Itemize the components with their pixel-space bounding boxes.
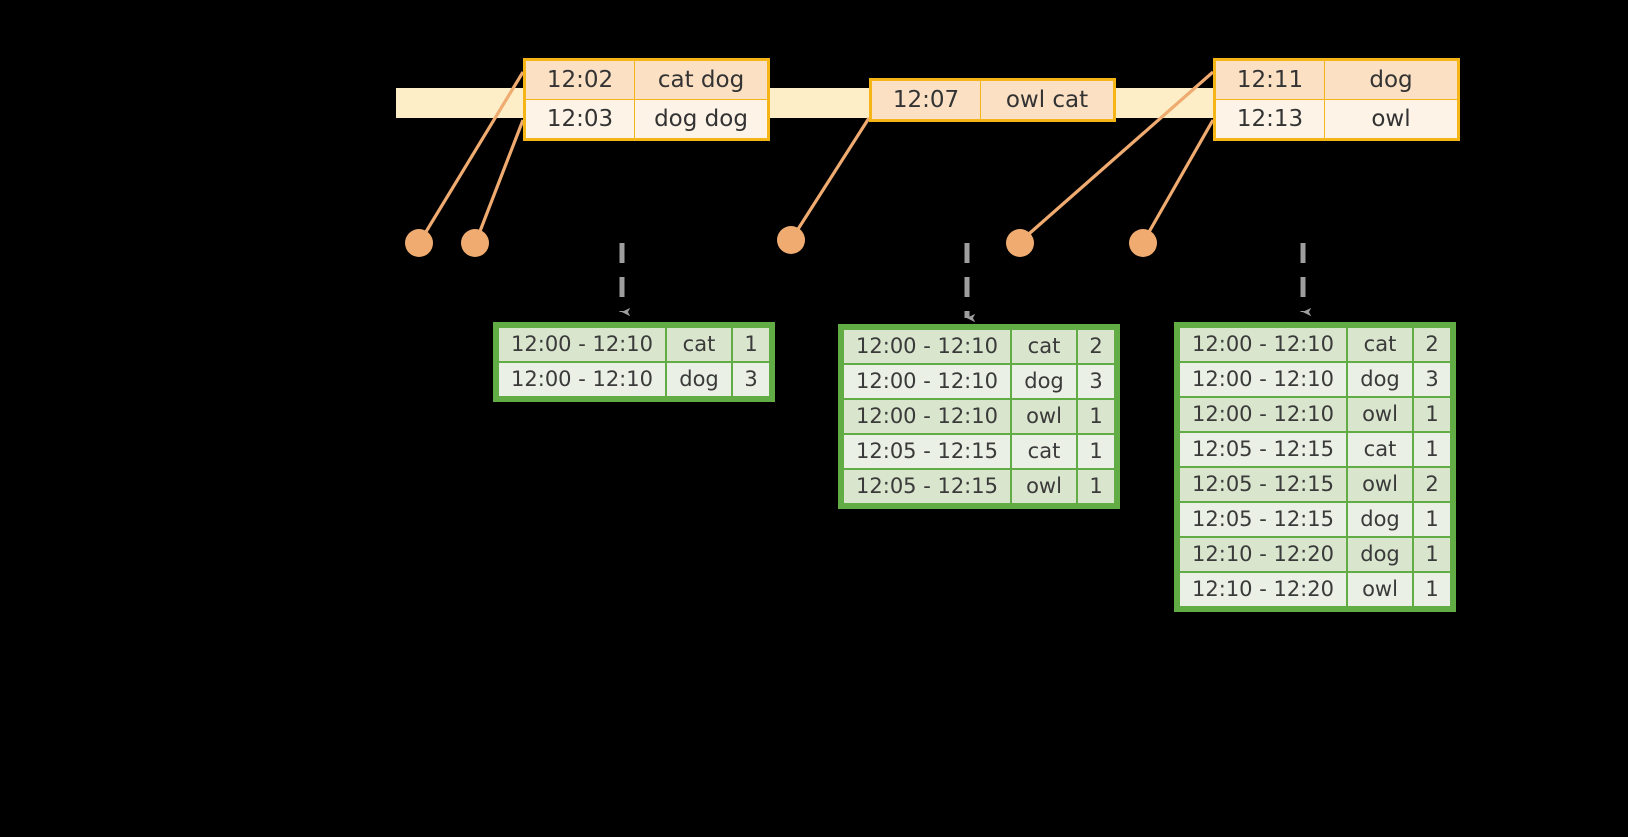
window-cell: 12:10 - 12:20 xyxy=(1180,573,1346,606)
table-row[interactable]: 12:00 - 12:10 dog 3 xyxy=(499,363,769,396)
event-dots xyxy=(405,226,1157,257)
window-cell: 12:00 - 12:10 xyxy=(844,330,1010,363)
event-time: 12:02 xyxy=(524,59,635,100)
count-cell: 2 xyxy=(1414,328,1450,361)
count-cell: 3 xyxy=(733,363,769,396)
table-row[interactable]: 12:05 - 12:15 owl 1 xyxy=(844,470,1114,503)
table-row[interactable]: 12:00 - 12:10 cat 1 xyxy=(499,328,769,361)
window-cell: 12:00 - 12:10 xyxy=(1180,363,1346,396)
count-cell: 1 xyxy=(1414,538,1450,571)
event-words: dog xyxy=(1324,59,1459,100)
event-dot-1 xyxy=(405,229,433,257)
table-row[interactable]: 12:00 - 12:10 cat 2 xyxy=(1180,328,1450,361)
count-cell: 1 xyxy=(1414,433,1450,466)
word-cell: cat xyxy=(667,328,731,361)
result-table-1[interactable]: 12:00 - 12:10 cat 1 12:00 - 12:10 dog 3 xyxy=(493,322,775,402)
word-cell: dog xyxy=(1012,365,1076,398)
count-cell: 3 xyxy=(1414,363,1450,396)
window-cell: 12:00 - 12:10 xyxy=(844,365,1010,398)
event-row[interactable]: 12:02 cat dog xyxy=(524,59,769,100)
count-cell: 1 xyxy=(733,328,769,361)
event-dot-2 xyxy=(461,229,489,257)
event-dot-5 xyxy=(1129,229,1157,257)
table-row[interactable]: 12:10 - 12:20 dog 1 xyxy=(1180,538,1450,571)
result-table-3[interactable]: 12:00 - 12:10 cat 2 12:00 - 12:10 dog 3 … xyxy=(1174,322,1456,612)
event-words: owl cat xyxy=(980,79,1115,121)
word-cell: owl xyxy=(1348,468,1412,501)
word-cell: owl xyxy=(1348,398,1412,431)
word-cell: dog xyxy=(1348,503,1412,536)
table-row[interactable]: 12:05 - 12:15 cat 1 xyxy=(1180,433,1450,466)
event-dot-3 xyxy=(777,226,805,254)
connector-2 xyxy=(475,119,525,240)
window-cell: 12:05 - 12:15 xyxy=(1180,433,1346,466)
count-cell: 1 xyxy=(1414,503,1450,536)
event-group-2[interactable]: 12:07 owl cat xyxy=(869,78,1116,122)
table-row[interactable]: 12:00 - 12:10 cat 2 xyxy=(844,330,1114,363)
connector-3 xyxy=(791,117,871,238)
event-row[interactable]: 12:07 owl cat xyxy=(870,79,1115,121)
table-row[interactable]: 12:00 - 12:10 owl 1 xyxy=(844,400,1114,433)
table-row[interactable]: 12:00 - 12:10 dog 3 xyxy=(844,365,1114,398)
word-cell: cat xyxy=(1348,433,1412,466)
count-cell: 2 xyxy=(1078,330,1114,363)
word-cell: cat xyxy=(1348,328,1412,361)
table-row[interactable]: 12:00 - 12:10 dog 3 xyxy=(1180,363,1450,396)
word-cell: cat xyxy=(1012,435,1076,468)
table-row[interactable]: 12:05 - 12:15 owl 2 xyxy=(1180,468,1450,501)
event-time: 12:13 xyxy=(1214,99,1325,140)
table-row[interactable]: 12:05 - 12:15 dog 1 xyxy=(1180,503,1450,536)
count-cell: 1 xyxy=(1078,400,1114,433)
event-row[interactable]: 12:03 dog dog xyxy=(524,99,769,140)
word-cell: owl xyxy=(1012,470,1076,503)
event-row[interactable]: 12:13 owl xyxy=(1214,99,1459,140)
event-row[interactable]: 12:11 dog xyxy=(1214,59,1459,100)
event-time: 12:03 xyxy=(524,99,635,140)
window-cell: 12:00 - 12:10 xyxy=(499,328,665,361)
table-row[interactable]: 12:00 - 12:10 owl 1 xyxy=(1180,398,1450,431)
word-cell: dog xyxy=(1348,363,1412,396)
window-cell: 12:05 - 12:15 xyxy=(1180,468,1346,501)
count-cell: 2 xyxy=(1414,468,1450,501)
event-group-1[interactable]: 12:02 cat dog 12:03 dog dog xyxy=(523,58,770,141)
connector-1 xyxy=(419,71,525,241)
table-row[interactable]: 12:05 - 12:15 cat 1 xyxy=(844,435,1114,468)
event-group-3[interactable]: 12:11 dog 12:13 owl xyxy=(1213,58,1460,141)
count-cell: 3 xyxy=(1078,365,1114,398)
count-cell: 1 xyxy=(1078,470,1114,503)
event-words: dog dog xyxy=(634,99,769,140)
word-cell: owl xyxy=(1012,400,1076,433)
connector-5 xyxy=(1143,119,1215,240)
window-cell: 12:00 - 12:10 xyxy=(1180,328,1346,361)
window-cell: 12:00 - 12:10 xyxy=(1180,398,1346,431)
word-cell: owl xyxy=(1348,573,1412,606)
count-cell: 1 xyxy=(1078,435,1114,468)
count-cell: 1 xyxy=(1414,398,1450,431)
window-cell: 12:10 - 12:20 xyxy=(1180,538,1346,571)
event-time: 12:07 xyxy=(870,79,981,121)
table-row[interactable]: 12:10 - 12:20 owl 1 xyxy=(1180,573,1450,606)
word-cell: cat xyxy=(1012,330,1076,363)
word-cell: dog xyxy=(1348,538,1412,571)
window-cell: 12:05 - 12:15 xyxy=(844,435,1010,468)
result-table-2[interactable]: 12:00 - 12:10 cat 2 12:00 - 12:10 dog 3 … xyxy=(838,324,1120,509)
window-cell: 12:05 - 12:15 xyxy=(1180,503,1346,536)
event-words: owl xyxy=(1324,99,1459,140)
event-words: cat dog xyxy=(634,59,769,100)
window-cell: 12:05 - 12:15 xyxy=(844,470,1010,503)
window-cell: 12:00 - 12:10 xyxy=(499,363,665,396)
event-dot-4 xyxy=(1006,229,1034,257)
window-cell: 12:00 - 12:10 xyxy=(844,400,1010,433)
count-cell: 1 xyxy=(1414,573,1450,606)
word-cell: dog xyxy=(667,363,731,396)
emit-arrows xyxy=(619,243,1312,323)
event-time: 12:11 xyxy=(1214,59,1325,100)
